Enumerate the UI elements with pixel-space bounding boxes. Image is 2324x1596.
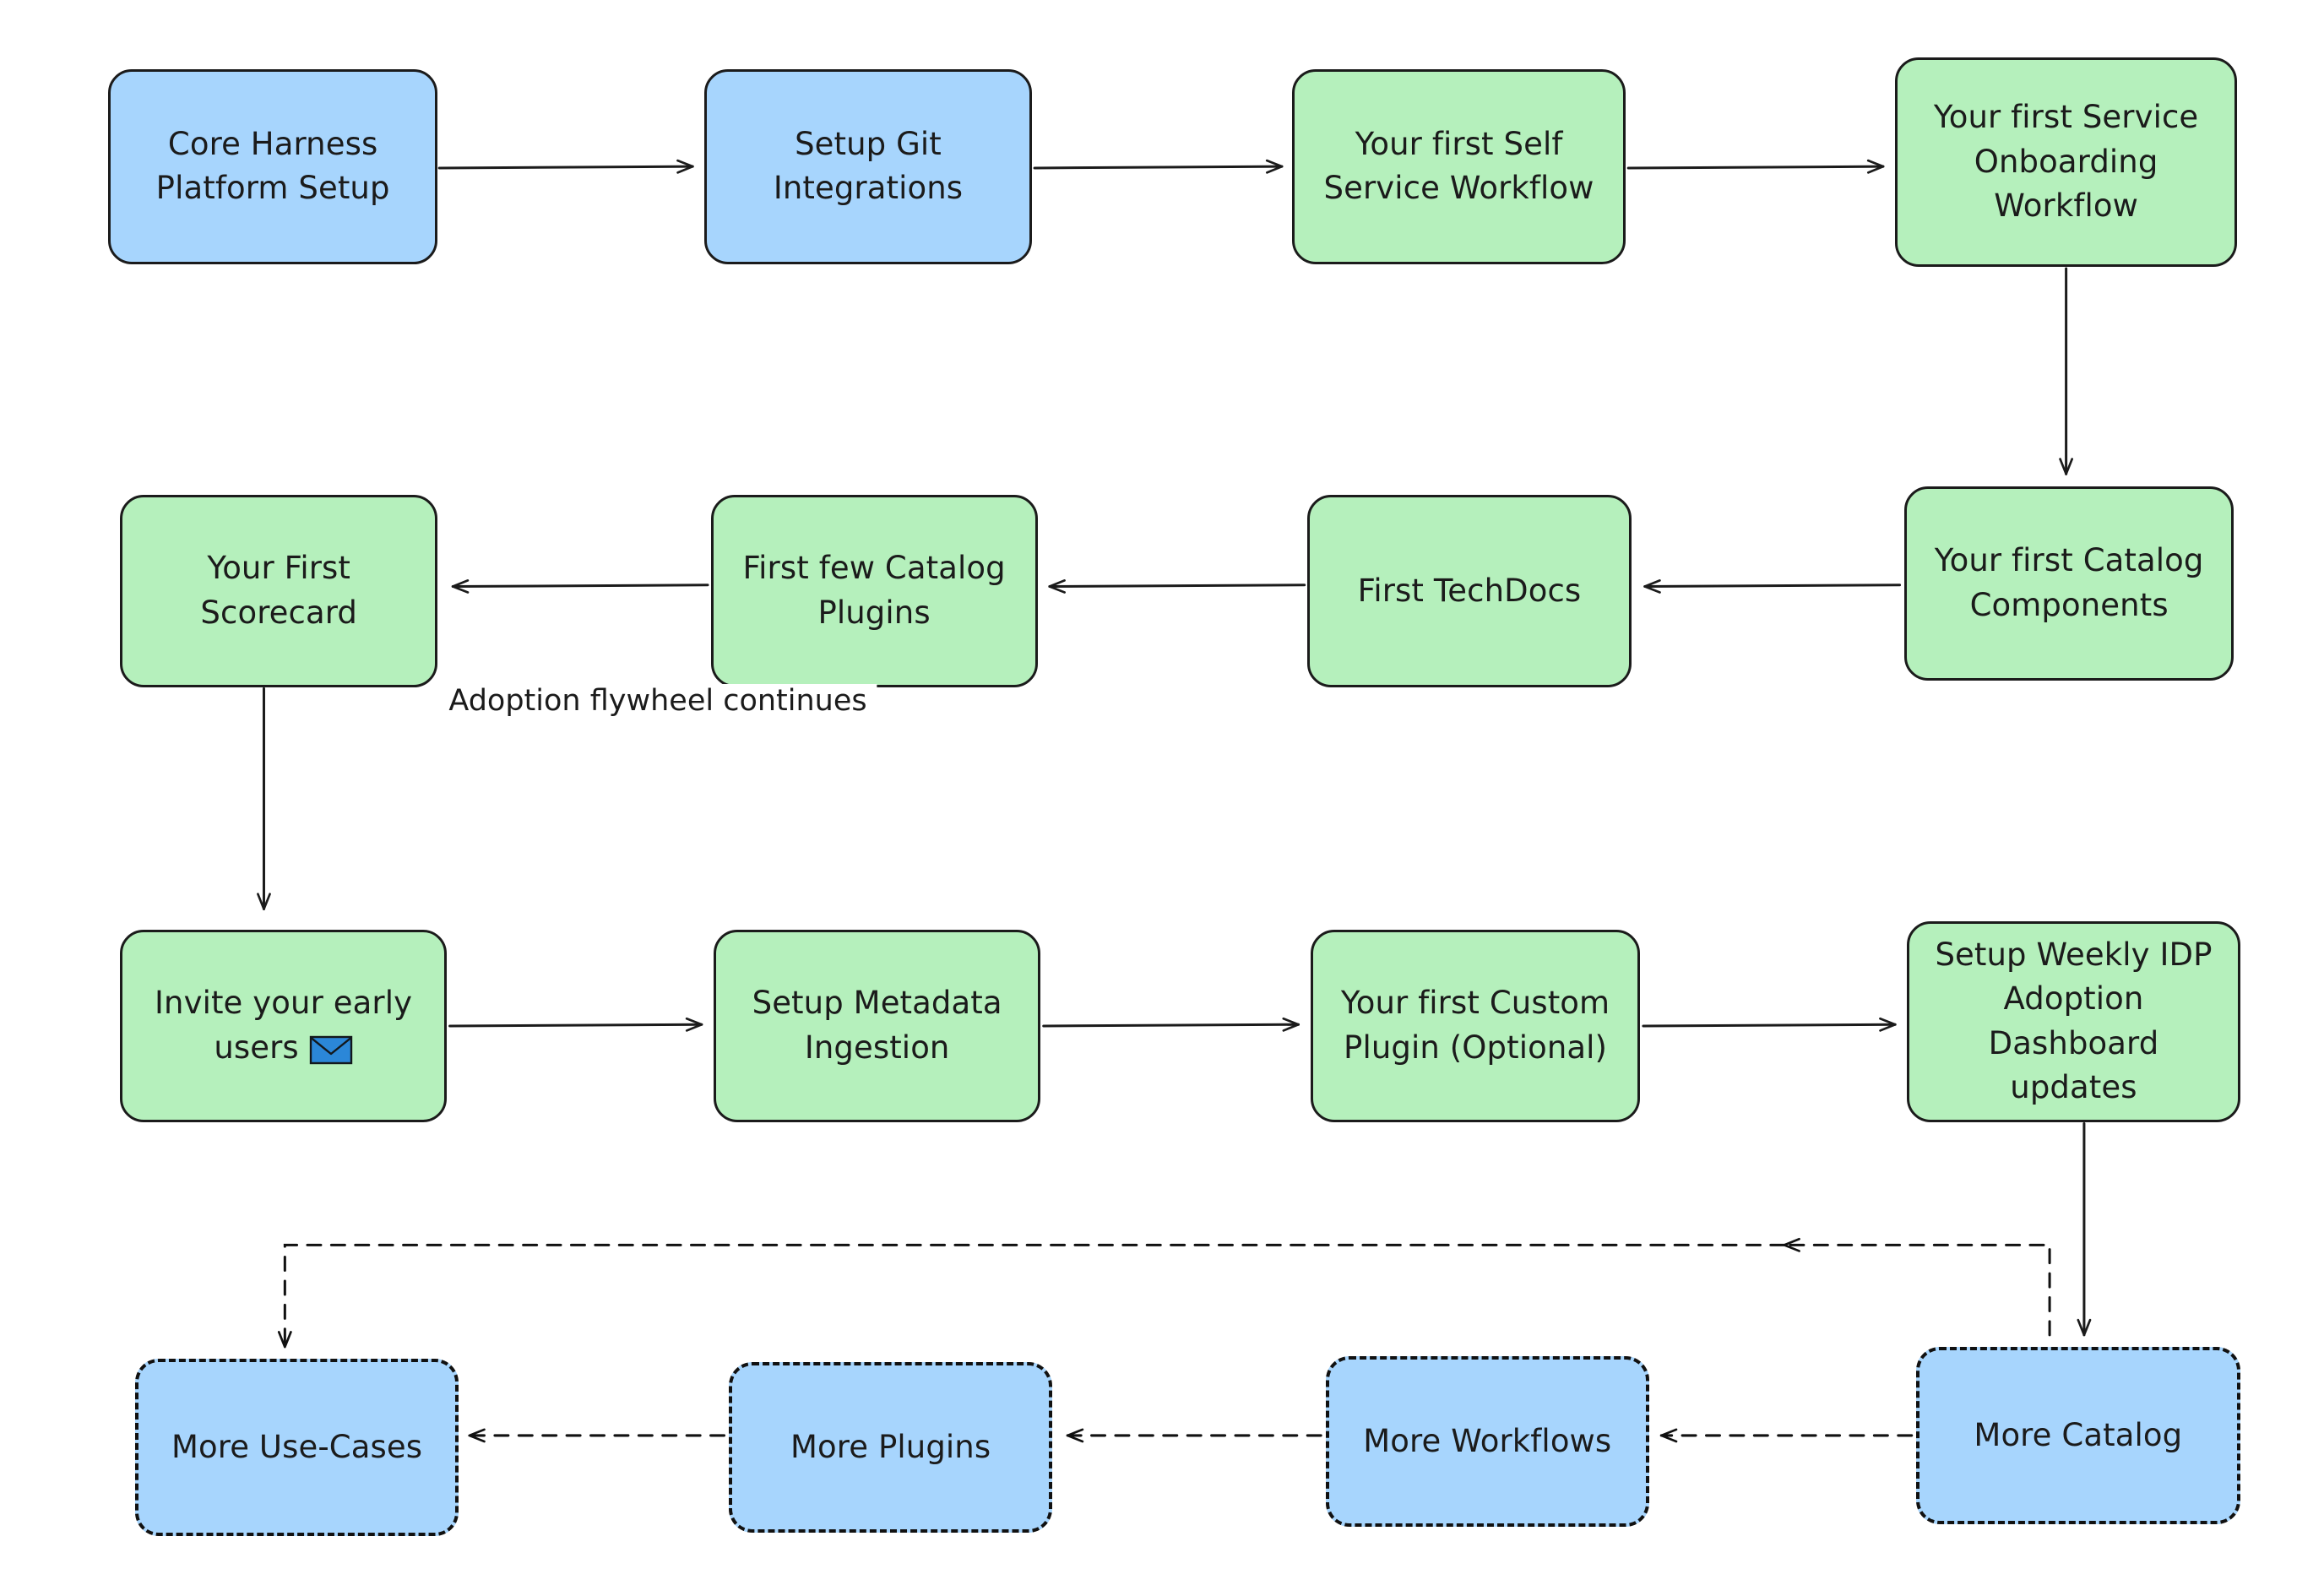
edge-adoption-flywheel-loop-left (277, 1243, 1786, 1349)
node-setup-metadata-ingestion[interactable]: Setup Metadata Ingestion (714, 930, 1041, 1122)
adoption-flywheel-label: Adoption flywheel continues (438, 684, 877, 718)
node-label: First TechDocs (1357, 572, 1582, 609)
node-label: Your first Catalog Components (1934, 542, 2204, 623)
node-label: Your first Custom Plugin (Optional) (1340, 985, 1610, 1066)
node-more-workflows[interactable]: More Workflows (1325, 1355, 1650, 1528)
edge-selfservice-to-onboarding (1626, 159, 1885, 174)
node-label: Setup Metadata Ingestion (752, 985, 1002, 1066)
node-more-plugins[interactable]: More Plugins (728, 1361, 1053, 1534)
node-label: More Use-Cases (171, 1428, 423, 1465)
envelope-icon (299, 1029, 353, 1066)
node-label: Setup Git Integrations (773, 125, 964, 207)
edge-invite-to-metadata (448, 1017, 703, 1032)
edge-catalogplugins-to-scorecard (451, 578, 709, 594)
edge-catalogcomponents-to-techdocs (1643, 578, 1902, 594)
node-label: Your First Scorecard (200, 550, 358, 631)
node-your-first-self-service-workflow[interactable]: Your first Self Service Workflow (1292, 68, 1626, 264)
edge-core-to-git (437, 159, 694, 174)
node-more-catalog[interactable]: More Catalog (1916, 1347, 2240, 1524)
node-label: More Catalog (1974, 1416, 2183, 1453)
node-label: Core Harness Platform Setup (155, 125, 390, 207)
node-your-first-scorecard[interactable]: Your First Scorecard (120, 495, 438, 687)
node-label: Your first Service Onboarding Workflow (1933, 99, 2199, 225)
node-setup-weekly-idp-adoption-dashboard-updates[interactable]: Setup Weekly IDP Adoption Dashboard upda… (1907, 920, 2240, 1122)
node-first-techdocs[interactable]: First TechDocs (1307, 495, 1632, 687)
node-label: More Plugins (790, 1428, 991, 1465)
node-invite-your-early-users[interactable]: Invite your early users (120, 930, 448, 1122)
node-your-first-catalog-components[interactable]: Your first Catalog Components (1903, 486, 2234, 681)
node-label: More Workflows (1363, 1422, 1612, 1459)
node-more-use-cases[interactable]: More Use-Cases (134, 1359, 459, 1536)
node-label: Your first Self Service Workflow (1323, 125, 1594, 207)
node-label: Setup Weekly IDP Adoption Dashboard upda… (1935, 936, 2213, 1106)
edge-metadata-to-customplugin (1042, 1017, 1300, 1032)
node-core-harness-platform-setup[interactable]: Core Harness Platform Setup (107, 68, 438, 264)
node-label: Invite your early users (155, 985, 413, 1066)
node-label: First few Catalog Plugins (742, 550, 1006, 631)
node-first-few-catalog-plugins[interactable]: First few Catalog Plugins (710, 495, 1038, 687)
edge-git-to-selfservice (1033, 159, 1284, 174)
node-your-first-custom-plugin[interactable]: Your first Custom Plugin (Optional) (1310, 930, 1641, 1122)
edge-customplugin-to-dashboard (1642, 1017, 1897, 1032)
node-setup-git-integrations[interactable]: Setup Git Integrations (704, 68, 1032, 264)
node-your-first-service-onboarding-workflow[interactable]: Your first Service Onboarding Workflow (1895, 57, 2237, 268)
edge-adoption-flywheel-loop (1783, 1237, 2051, 1337)
edge-techdocs-to-catalogplugins (1048, 578, 1306, 594)
